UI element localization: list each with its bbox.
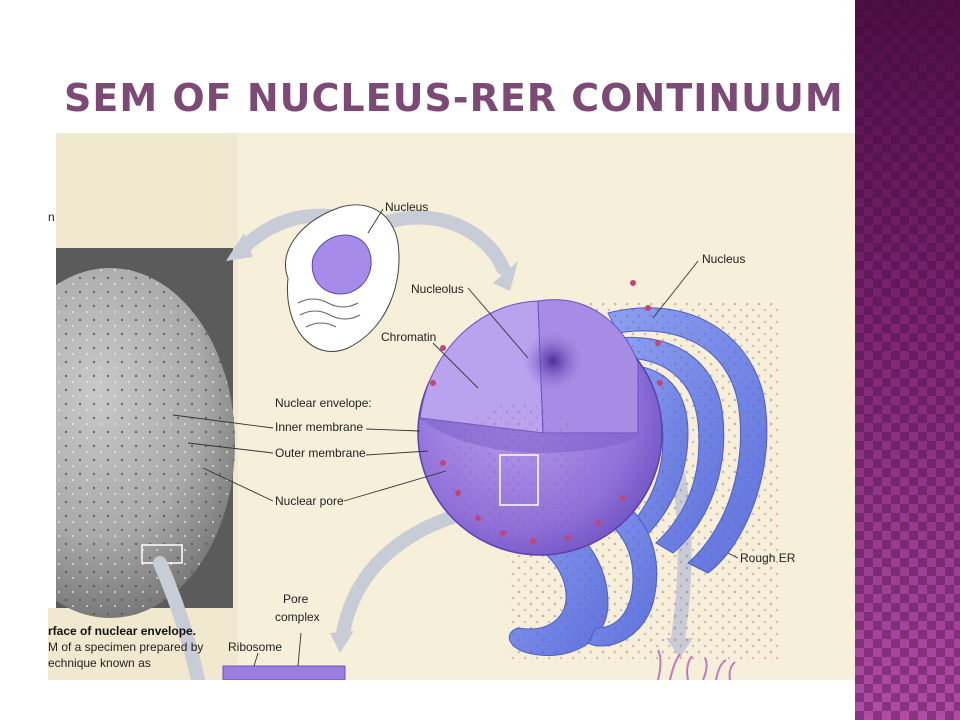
arrow-head-left xyxy=(226,233,253,261)
nucleus-rer-figure: n Nucleus xyxy=(48,133,855,680)
inner-membrane-label: Inner membrane xyxy=(275,420,363,434)
nucleus-label: Nucleus xyxy=(702,252,745,266)
caption-line-3: echnique known as xyxy=(48,656,151,670)
cell-sketch xyxy=(284,204,400,352)
chromatin-label: Chromatin xyxy=(381,330,436,344)
nucleus-label-small: Nucleus xyxy=(385,200,428,214)
nuclear-pore-label: Nuclear pore xyxy=(275,494,344,508)
outer-membrane-label: Outer membrane xyxy=(275,446,366,460)
arrow-head-right xyxy=(493,261,518,291)
decorative-side-band xyxy=(855,0,960,720)
edge-mark-label: n xyxy=(48,210,55,224)
ribosome-label: Ribosome xyxy=(228,640,282,654)
pore-complex-label-line2: complex xyxy=(275,610,320,624)
pore-complex-inset xyxy=(222,665,346,680)
nucleus-sphere xyxy=(417,280,663,556)
sem-micrograph-panel xyxy=(48,133,235,618)
rough-er-label: Rough ER xyxy=(740,551,796,565)
bottom-fronds xyxy=(657,649,736,680)
pore-complex-label-line1: Pore xyxy=(283,592,309,606)
arrow-head-pore xyxy=(330,631,354,653)
slide-title: SEM OF NUCLEUS-RER CONTINUUM xyxy=(64,76,844,120)
caption-line-2: M of a specimen prepared by xyxy=(48,640,203,654)
nucleolus-label: Nucleolus xyxy=(411,282,464,296)
caption-line-1: rface of nuclear envelope. xyxy=(48,624,196,638)
nuclear-envelope-label: Nuclear envelope: xyxy=(275,396,372,410)
